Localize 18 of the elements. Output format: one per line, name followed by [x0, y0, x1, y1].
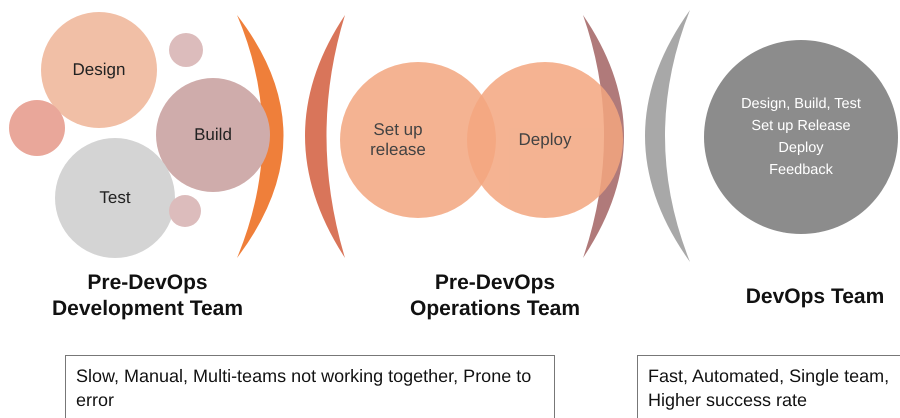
text-box: Slow, Manual, Multi-teams not working together, Prone to error [65, 355, 555, 418]
bracket-arc [305, 15, 345, 258]
circle-text: Feedback [769, 162, 833, 178]
text-box: Fast, Automated, Single team, Higher success rate [637, 355, 900, 418]
column-heading: Pre-DevOps Operations Team [409, 270, 581, 322]
circle-text: Deploy [778, 140, 824, 156]
circle: Test [55, 138, 175, 258]
bracket-arc [237, 15, 284, 258]
circle [169, 33, 203, 67]
circle [169, 195, 201, 227]
circle-text: Set up Release [751, 118, 851, 134]
column-heading: Pre-DevOps Development Team [51, 270, 244, 322]
circle: Deploy [467, 62, 623, 218]
bracket-arc [645, 10, 690, 262]
column-heading: DevOps Team [744, 284, 886, 310]
circle: Design [41, 12, 157, 128]
circle: Build [156, 78, 270, 192]
circle-text: Design, Build, Test [741, 96, 861, 112]
